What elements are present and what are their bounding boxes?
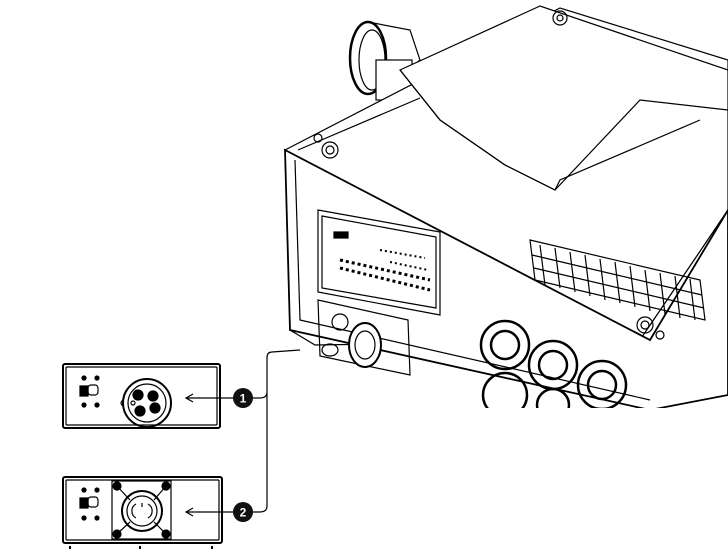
svg-text:2: 2 xyxy=(240,506,247,520)
svg-text:1: 1 xyxy=(240,392,247,406)
locking-connector-icon xyxy=(121,490,163,532)
callout-bracket xyxy=(252,349,301,513)
projector-illustration xyxy=(283,5,728,557)
callout-2: 2 xyxy=(233,502,253,522)
vent-grille xyxy=(529,239,706,321)
lifting-eyes xyxy=(313,10,665,340)
callout-1: 1 xyxy=(233,388,253,408)
power-connector-icon xyxy=(122,378,172,428)
io-panel xyxy=(317,209,441,316)
projector-power-inlet xyxy=(317,299,411,376)
power-inlet-panel-1 xyxy=(62,363,234,429)
power-inlet-panel-2 xyxy=(62,476,234,549)
